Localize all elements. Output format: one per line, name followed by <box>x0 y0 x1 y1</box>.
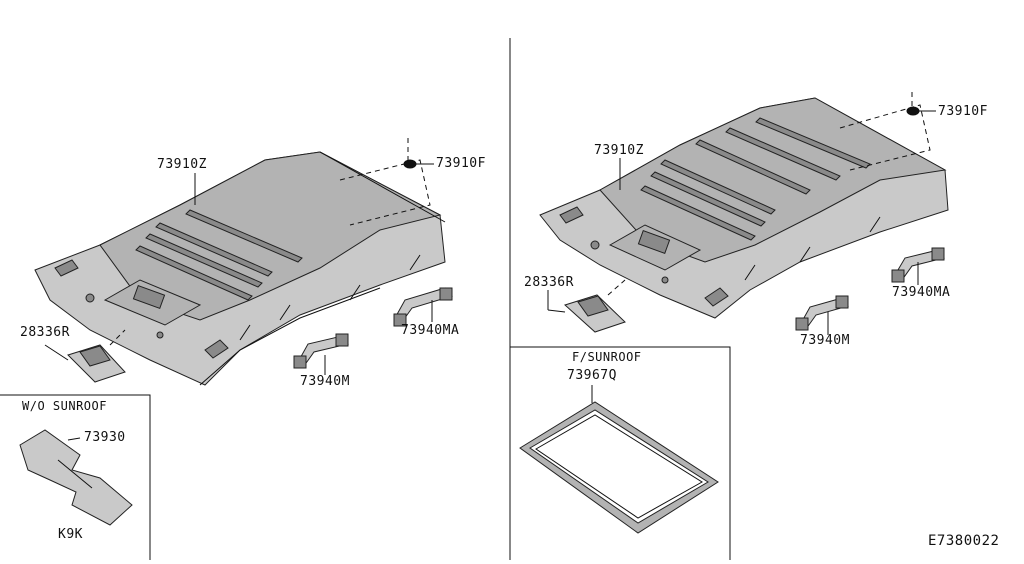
right-lamp-icon <box>547 279 626 333</box>
right-grip-m-icon <box>795 295 849 335</box>
label-right-clip: 73910F <box>938 104 988 119</box>
label-left-grip-ma: 73940MA <box>401 323 460 338</box>
left-grip-ma-icon <box>393 287 453 327</box>
left-lamp-icon <box>44 329 126 383</box>
label-right-lamp: 28336R <box>524 275 574 290</box>
box-title-no-sunroof: W/O SUNROOF <box>22 399 107 413</box>
visor-icon <box>19 429 133 526</box>
left-grip-m-icon <box>293 333 349 375</box>
diagram-id: E7380022 <box>928 533 1000 549</box>
label-right-grip-ma: 73940MA <box>892 285 951 300</box>
left-headlining <box>34 151 446 386</box>
box-sunroof <box>510 346 731 560</box>
label-visor-code: K9K <box>58 527 83 542</box>
label-left-headlining: 73910Z <box>157 157 207 172</box>
box-no-sunroof <box>0 394 151 560</box>
label-left-clip: 73910F <box>436 156 486 171</box>
right-clip-icon <box>839 92 936 171</box>
left-clip-icon <box>339 138 434 226</box>
sunroof-seal-icon <box>519 385 719 534</box>
right-headlining <box>539 97 949 319</box>
label-seal-part: 73967Q <box>567 368 617 383</box>
right-grip-ma-icon <box>891 247 945 285</box>
box-title-sunroof: F/SUNROOF <box>572 350 642 364</box>
label-right-grip-m: 73940M <box>800 333 850 348</box>
label-left-lamp: 28336R <box>20 325 70 340</box>
label-visor-part: 73930 <box>84 430 126 445</box>
label-left-grip-m: 73940M <box>300 374 350 389</box>
label-right-headlining: 73910Z <box>594 143 644 158</box>
